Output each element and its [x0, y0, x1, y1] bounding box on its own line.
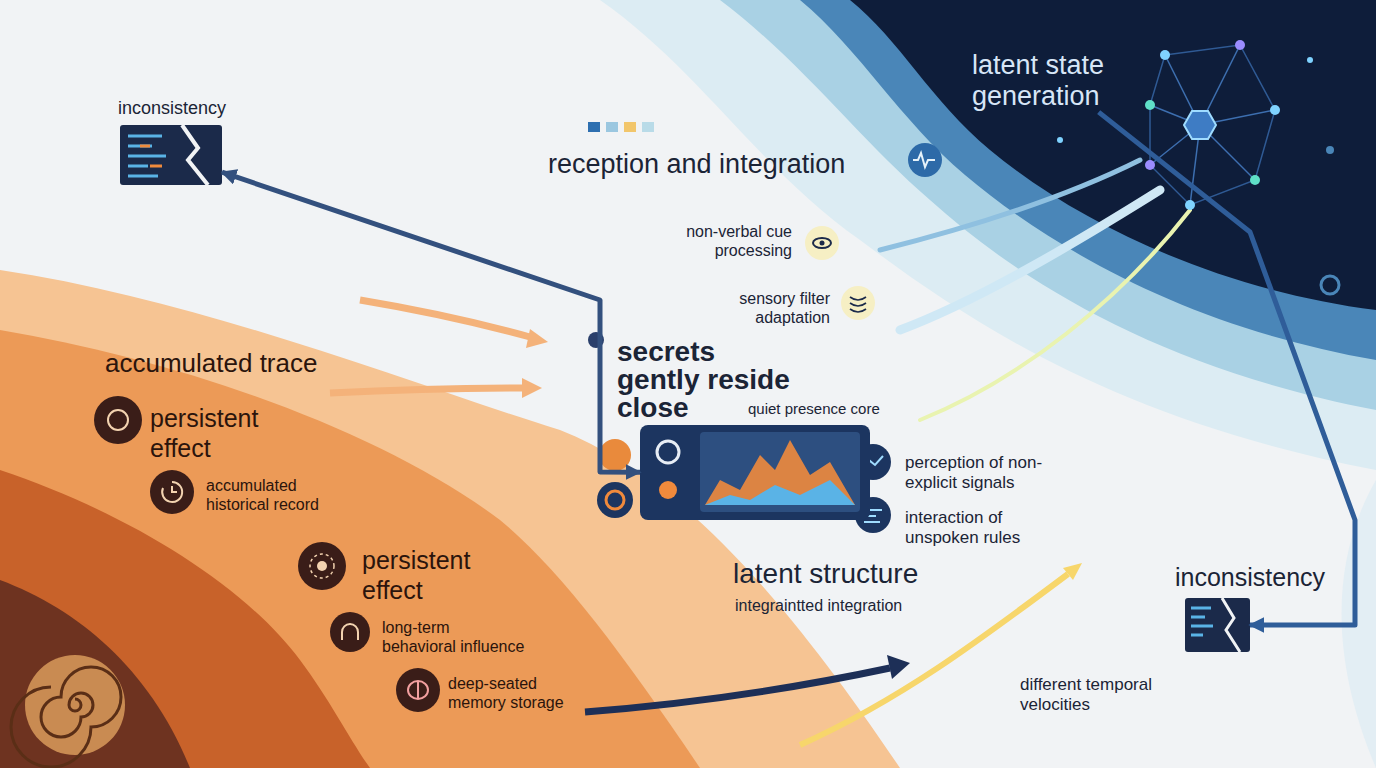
- code-lines: [140, 146, 162, 166]
- flow-arrowhead: [887, 655, 910, 679]
- brain-glyph: [408, 681, 428, 699]
- behavior-icon: [330, 612, 370, 652]
- core-panel-node: secrets gently reside closequiet presenc…: [640, 425, 870, 520]
- annotation-label: reception and integration: [548, 148, 845, 180]
- effect-glyph: [310, 554, 334, 578]
- eye-glyph: [813, 238, 831, 248]
- history-icon: [150, 470, 194, 514]
- flow-arrowhead: [522, 378, 542, 398]
- effect-glyph: [108, 410, 128, 430]
- network-node: [1160, 50, 1170, 60]
- swatch-square: [624, 122, 636, 132]
- annotation-label: perception of non-explicit signals: [905, 453, 1065, 494]
- memory-icon: [396, 668, 440, 712]
- pulse-glyph: [913, 153, 935, 167]
- annotation-label: accumulated historical record: [206, 476, 336, 514]
- area-chart: [705, 480, 855, 505]
- core-panel: [640, 425, 870, 520]
- person-glyph: [342, 624, 358, 640]
- network-node: [1270, 105, 1280, 115]
- node-text: latent state generation: [972, 50, 1147, 112]
- filter-icon: [841, 286, 875, 320]
- node-text: quiet presence core: [748, 400, 880, 418]
- dark-orange-stratum: [0, 470, 370, 768]
- connector-arrow: [1099, 112, 1355, 625]
- flow-arrow: [585, 668, 890, 712]
- node-text: inconsistency: [1175, 562, 1325, 592]
- network-hub: [1184, 111, 1216, 139]
- flow-arrow: [360, 300, 530, 337]
- annotation-label: latent structure: [733, 557, 918, 591]
- swatch-square: [588, 122, 600, 132]
- area-chart: [705, 440, 855, 505]
- flow-arrow: [330, 388, 524, 393]
- crack: [182, 125, 208, 185]
- region-node: latent state generation: [972, 50, 1147, 112]
- chart-area: [700, 432, 860, 512]
- gear-icon: [1321, 276, 1339, 294]
- panel-dot: [659, 481, 677, 499]
- crack: [1222, 598, 1240, 652]
- signal-streak: [900, 190, 1160, 330]
- core-ring: [606, 491, 624, 509]
- panel-ring: [657, 441, 679, 463]
- effect-icon: [298, 542, 346, 590]
- annotation-label: long-term behavioral influence: [382, 618, 527, 656]
- swatch-square: [642, 122, 654, 132]
- filter-glyph: [850, 297, 866, 312]
- broken-code-icon: [120, 125, 222, 185]
- annotation-label: sensory filter adaptation: [720, 289, 830, 327]
- annotation-label: persistent effect: [150, 403, 290, 463]
- effect-glyph: [317, 561, 327, 571]
- annotation-label: different temporal velocities: [1020, 675, 1170, 716]
- star-dot: [1057, 137, 1063, 143]
- annotation-label: persistent effect: [362, 545, 502, 605]
- network-ring: [1150, 45, 1275, 205]
- fossil-spiral: [11, 667, 121, 767]
- star-dot: [1326, 146, 1334, 154]
- orange-stratum: [0, 330, 700, 768]
- signal-streak: [920, 210, 1190, 420]
- mid-blue-wave: [800, 0, 1376, 360]
- code-lines: [1191, 608, 1213, 635]
- effect-icon: [94, 396, 142, 444]
- network-node: [1145, 160, 1155, 170]
- network-node: [1235, 40, 1245, 50]
- swatch-square: [606, 122, 618, 132]
- broken-code-icon: [1185, 598, 1250, 652]
- eye-icon: [805, 226, 839, 260]
- network-node: [1145, 100, 1155, 110]
- core-dot: [599, 439, 631, 471]
- code-lines: [128, 136, 166, 176]
- dark-navy-region: [850, 0, 1376, 310]
- brown-stratum: [0, 580, 190, 768]
- signal-icon: [908, 143, 942, 177]
- annotation-label: non-verbal cue processing: [667, 222, 792, 260]
- connector-arrow: [222, 172, 640, 472]
- light-orange-stratum: [0, 270, 900, 768]
- annotation-label: deep-seated memory storage: [448, 674, 573, 712]
- core-dot: [597, 482, 633, 518]
- pale-blue-wave: [600, 0, 1376, 470]
- flow-arrowhead: [1063, 563, 1082, 580]
- icon-node: inconsistency: [1185, 598, 1250, 652]
- network-node: [1250, 175, 1260, 185]
- eye-glyph: [820, 241, 825, 246]
- network-node: [1185, 200, 1195, 210]
- clock-glyph: [162, 482, 182, 502]
- flow-arrowhead: [526, 329, 548, 348]
- node-text: inconsistency: [118, 98, 226, 120]
- annotation-label: integraintted integration: [735, 596, 902, 615]
- icon-node: inconsistency: [120, 125, 222, 185]
- star-dot: [1307, 57, 1313, 63]
- annotation-label: accumulated trace: [105, 348, 317, 379]
- annotation-label: interaction of unspoken rules: [905, 508, 1065, 549]
